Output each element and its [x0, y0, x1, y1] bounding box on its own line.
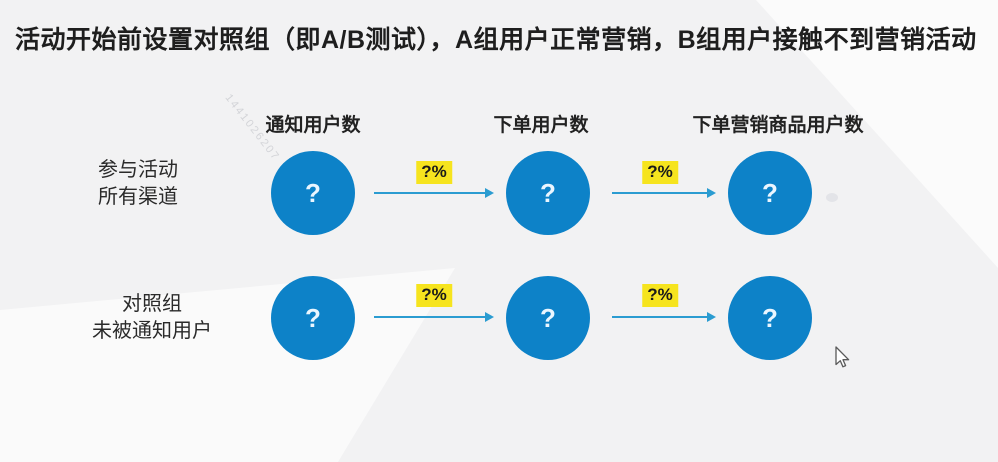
- arrow-head: [707, 188, 716, 198]
- question-mark: ?: [540, 302, 556, 333]
- arrow-shaft: [612, 192, 708, 194]
- arrow-right-icon: [374, 312, 494, 322]
- row-label-control-group: 对照组 未被通知用户: [92, 291, 212, 345]
- funnel-node: ?: [728, 151, 812, 235]
- question-mark: ?: [762, 302, 778, 333]
- arrow-shaft: [374, 316, 486, 318]
- funnel-node: ?: [271, 151, 355, 235]
- arrow-shaft: [374, 192, 486, 194]
- row-label-line: 未被通知用户: [92, 320, 212, 342]
- arrow-right-icon: [612, 188, 716, 198]
- question-mark: ?: [305, 177, 321, 208]
- conversion-rate-badge: ?%: [416, 284, 452, 307]
- arrow-right-icon: [374, 188, 494, 198]
- funnel-node: ?: [728, 276, 812, 360]
- question-mark: ?: [305, 302, 321, 333]
- arrow-shaft: [612, 316, 708, 318]
- funnel-node: ?: [506, 151, 590, 235]
- column-header-order-users: 下单用户数: [493, 115, 589, 136]
- row-label-line: 所有渠道: [98, 186, 178, 208]
- arrow-right-icon: [612, 312, 716, 322]
- funnel-node: ?: [506, 276, 590, 360]
- question-mark: ?: [540, 177, 556, 208]
- conversion-rate-badge: ?%: [642, 284, 678, 307]
- row-label-line: 参与活动: [98, 159, 178, 181]
- mouse-cursor-icon: [835, 346, 850, 368]
- conversion-rate-badge: ?%: [416, 161, 452, 184]
- conversion-rate-badge: ?%: [642, 161, 678, 184]
- row-label-line: 对照组: [122, 293, 182, 315]
- column-header-notified-users: 通知用户数: [265, 115, 361, 136]
- funnel-node: ?: [271, 276, 355, 360]
- watermark-smudge: [826, 193, 838, 202]
- arrow-head: [485, 188, 494, 198]
- page-title: 活动开始前设置对照组（即A/B测试），A组用户正常营销，B组用户接触不到营销活动: [15, 26, 977, 54]
- arrow-head: [707, 312, 716, 322]
- question-mark: ?: [762, 177, 778, 208]
- column-header-promo-order-users: 下单营销商品用户数: [692, 115, 864, 136]
- row-label-campaign-group: 参与活动 所有渠道: [98, 157, 178, 211]
- arrow-head: [485, 312, 494, 322]
